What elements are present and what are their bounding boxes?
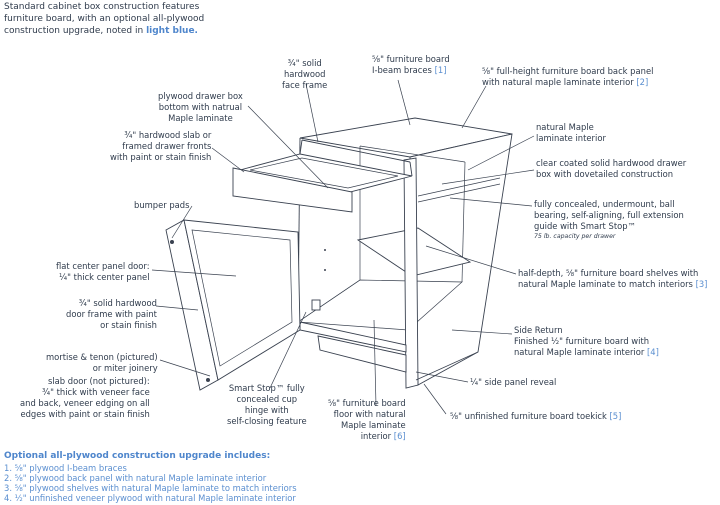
- optional-upgrade-item: 2. ⅝" plywood back panel with natural Ma…: [4, 473, 267, 483]
- callout-door-frame: ¾" solid hardwood door frame with paint …: [66, 298, 157, 330]
- callout-back-panel: ⅝" full-height furniture board back pane…: [482, 66, 654, 87]
- callout-slab-door: slab door (not pictured): ¾" thick with …: [20, 376, 150, 419]
- callout-drawer-fronts: ¾" hardwood slab or framed drawer fronts…: [110, 130, 212, 162]
- callout-bumper-pads: bumper pads: [134, 200, 190, 210]
- door: [165, 219, 326, 391]
- optional-upgrade-item: 1. ⅝" plywood I-beam braces: [4, 463, 127, 473]
- callout-shelves: half-depth, ⅝" furniture board shelves w…: [518, 268, 708, 289]
- callout-floor: ⅝" furniture board floor with natural Ma…: [328, 398, 406, 441]
- callout-joinery: mortise & tenon (pictured) or miter join…: [46, 352, 158, 373]
- intro-text: Standard cabinet box construction featur…: [4, 2, 205, 36]
- drawer: [232, 139, 501, 213]
- optional-upgrade-item: 4. ½" unfinished veneer plywood with nat…: [4, 493, 296, 503]
- callout-hinge: Smart Stop™ fully concealed cup hinge wi…: [227, 383, 307, 426]
- callout-drawer-box: clear coated solid hardwood drawer box w…: [536, 158, 687, 179]
- leader-lines: [151, 79, 535, 415]
- callout-ibeam-braces: ⅝" furniture board I-beam braces [1]: [372, 54, 450, 75]
- cabinet-body: [296, 117, 513, 389]
- callout-drawer-bottom: plywood drawer box bottom with natrual M…: [158, 91, 243, 123]
- callout-toekick: ⅝" unfinished furniture board toekick [5…: [450, 411, 622, 421]
- callout-side-reveal: ¼" side panel reveal: [470, 377, 557, 387]
- callout-face-frame: ¾" solid hardwood face frame: [282, 58, 328, 90]
- optional-upgrade-title: Optional all-plywood construction upgrad…: [4, 451, 271, 461]
- callout-slides-capacity: 75 lb. capacity per drawer: [534, 233, 616, 240]
- callout-drawer-slides: fully concealed, undermount, ball bearin…: [534, 199, 684, 231]
- optional-upgrade-item: 3. ⅝" plywood shelves with natural Maple…: [4, 483, 297, 493]
- callout-side-return: Side Return Finished ½" furniture board …: [514, 325, 659, 357]
- light-blue-note: light blue.: [146, 26, 198, 36]
- callout-maple-interior: natural Maple laminate interior: [536, 122, 606, 143]
- callout-center-panel: flat center panel door: ¼" thick center …: [56, 261, 150, 282]
